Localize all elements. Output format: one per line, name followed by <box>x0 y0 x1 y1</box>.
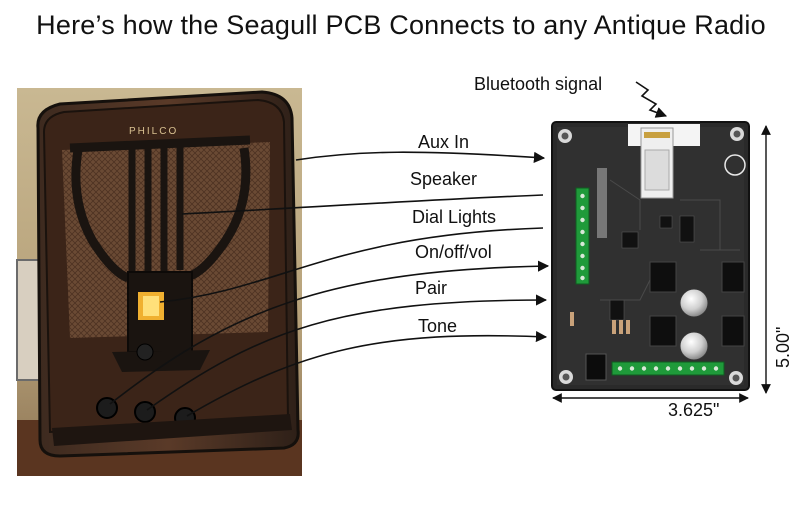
label-pair: Pair <box>415 278 447 298</box>
module-shield <box>644 149 670 191</box>
radio-base-trim <box>52 414 292 446</box>
lyre-escutcheon <box>69 135 251 283</box>
line-dial-lights <box>159 227 544 303</box>
height-dimension-label: 5.00" <box>773 327 793 368</box>
arrow-aux-in <box>295 151 546 163</box>
pcb-traces <box>600 179 740 301</box>
dial-face <box>143 296 159 316</box>
module-antenna <box>644 132 670 138</box>
capacitor-1 <box>679 288 709 318</box>
label-aux-in: Aux In <box>418 132 469 152</box>
mounting-holes <box>558 127 744 385</box>
radio-photo: PHILCO <box>16 88 302 476</box>
width-dimension-label: 3.625" <box>668 400 719 420</box>
header-pins <box>597 168 607 238</box>
label-speaker: Speaker <box>410 169 477 189</box>
line-speaker <box>181 194 544 215</box>
resistors <box>570 312 630 334</box>
center-knob <box>136 343 154 361</box>
label-tone: Tone <box>418 316 457 336</box>
pcb-chips <box>609 215 695 321</box>
knob-pair <box>134 401 156 423</box>
seagull-pcb <box>551 121 750 391</box>
arrow-on-off-vol <box>109 260 550 405</box>
arrow-tone <box>186 330 548 417</box>
lyre-base <box>112 350 210 372</box>
capacitor-2 <box>679 331 709 361</box>
speaker-connectors <box>649 261 745 347</box>
label-dial-lights: Dial Lights <box>412 207 496 227</box>
label-bluetooth-signal: Bluetooth signal <box>474 74 602 94</box>
connection-arrows <box>109 151 550 417</box>
lyre-strings <box>128 142 184 272</box>
arrow-pair <box>146 294 548 411</box>
terminal-strip-left <box>575 187 590 285</box>
label-on-off-vol: On/off/vol <box>415 242 492 262</box>
page-title: Here’s how the Seagull PCB Connects to a… <box>36 10 766 40</box>
radio-brand: PHILCO <box>129 126 178 137</box>
pcb-logo <box>724 154 746 176</box>
aux-jack <box>585 353 607 381</box>
terminal-strip-bottom <box>611 361 725 376</box>
bluetooth-signal-arrow <box>635 81 668 118</box>
